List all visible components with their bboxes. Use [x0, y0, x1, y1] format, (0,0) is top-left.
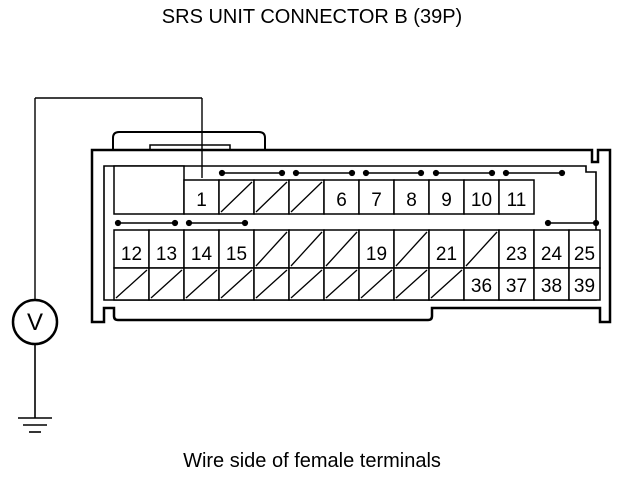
- connector-blank-block: [113, 165, 185, 215]
- terminal-14: 14: [183, 229, 220, 269]
- terminal-number: 38: [541, 276, 562, 297]
- terminal-25: 25: [568, 229, 601, 269]
- terminal-number: 12: [121, 244, 142, 265]
- terminal-unused: [463, 229, 500, 269]
- connector-terminals: 1 6 7 8 9 10 11 12 13 14 15 19 21 23 24 25 36 37 38 39: [113, 165, 601, 301]
- terminal-number: 7: [371, 190, 382, 211]
- terminal-unused: [288, 267, 325, 301]
- terminal-unused: [253, 179, 290, 215]
- terminal-unused: [253, 229, 290, 269]
- terminal-number: 36: [471, 276, 492, 297]
- terminal-37: 37: [498, 267, 535, 301]
- voltmeter-icon: V: [11, 298, 59, 346]
- terminal-24: 24: [533, 229, 570, 269]
- terminal-number: 14: [191, 244, 213, 265]
- diagram-caption: Wire side of female terminals: [183, 450, 441, 472]
- terminal-6: 6: [323, 179, 360, 215]
- diagram-title: SRS UNIT CONNECTOR B (39P): [161, 6, 463, 28]
- terminal-1: 1: [183, 179, 220, 215]
- terminal-number: 25: [574, 244, 595, 265]
- terminal-unused: [393, 267, 430, 301]
- connector-housing: [90, 131, 612, 324]
- terminal-unused: [358, 267, 395, 301]
- terminal-number: 19: [366, 244, 387, 265]
- terminal-7: 7: [358, 179, 395, 215]
- connector-key-bars: [114, 169, 600, 227]
- terminal-38: 38: [533, 267, 570, 301]
- terminal-number: 8: [406, 190, 417, 211]
- terminal-number: 23: [506, 244, 527, 265]
- terminal-unused: [183, 267, 220, 301]
- terminal-number: 24: [541, 244, 563, 265]
- terminal-19: 19: [358, 229, 395, 269]
- terminal-number: 6: [336, 190, 347, 211]
- terminal-unused: [218, 267, 255, 301]
- terminal-unused: [428, 267, 465, 301]
- terminal-15: 15: [218, 229, 255, 269]
- terminal-number: 9: [441, 190, 452, 211]
- terminal-number: 15: [226, 244, 247, 265]
- terminal-39: 39: [568, 267, 601, 301]
- probe-wire: [34, 97, 203, 300]
- terminal-unused: [148, 267, 185, 301]
- terminal-number: 37: [506, 276, 527, 297]
- terminal-unused: [288, 179, 325, 215]
- terminal-23: 23: [498, 229, 535, 269]
- terminal-10: 10: [463, 179, 500, 215]
- terminal-number: 10: [471, 190, 492, 211]
- terminal-unused: [288, 229, 325, 269]
- terminal-unused: [323, 267, 360, 301]
- terminal-unused: [393, 229, 430, 269]
- terminal-number: 13: [156, 244, 177, 265]
- terminal-8: 8: [393, 179, 430, 215]
- terminal-unused: [218, 179, 255, 215]
- terminal-36: 36: [463, 267, 500, 301]
- terminal-number: 1: [196, 190, 207, 211]
- terminal-unused: [113, 267, 150, 301]
- terminal-21: 21: [428, 229, 465, 269]
- terminal-number: 39: [574, 276, 595, 297]
- terminal-12: 12: [113, 229, 150, 269]
- terminal-unused: [253, 267, 290, 301]
- terminal-unused: [323, 229, 360, 269]
- terminal-13: 13: [148, 229, 185, 269]
- terminal-number: 21: [436, 244, 457, 265]
- terminal-number: 11: [507, 190, 527, 211]
- voltmeter-label: V: [27, 309, 43, 336]
- terminal-9: 9: [428, 179, 465, 215]
- terminal-11: 11: [498, 179, 535, 215]
- ground-icon: [18, 344, 52, 433]
